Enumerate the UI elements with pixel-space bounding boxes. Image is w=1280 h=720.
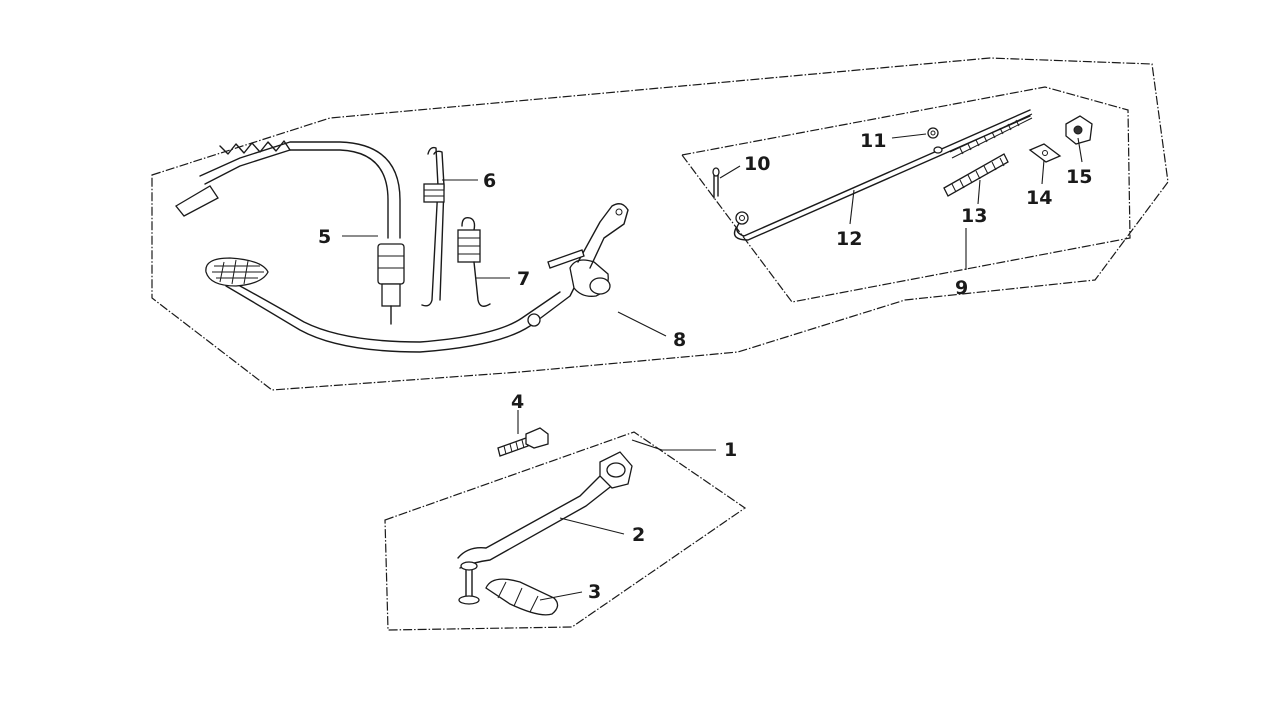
rod-spring [943, 153, 1009, 197]
part-label-12: 12 [836, 228, 862, 250]
part-label-7: 7 [517, 268, 530, 290]
group-outline-rod [680, 86, 1131, 303]
part-label-9: 9 [955, 277, 968, 299]
part-label-6: 6 [483, 170, 496, 192]
part-label-2: 2 [632, 524, 645, 546]
part-label-13: 13 [961, 205, 987, 227]
group-outline-shift [384, 431, 747, 631]
spring-long [421, 146, 445, 307]
part-label-10: 10 [744, 153, 770, 175]
part-label-5: 5 [318, 226, 331, 248]
part-label-11: 11 [860, 130, 886, 152]
part-label-14: 14 [1026, 187, 1052, 209]
cotter-pin [712, 167, 720, 199]
part-label-4: 4 [511, 391, 524, 413]
bolt [497, 427, 549, 457]
part-label-3: 3 [588, 581, 601, 603]
brake-pedal [205, 203, 629, 353]
brake-switch-cable [175, 140, 405, 325]
brake-rod [733, 109, 1033, 241]
part-label-15: 15 [1066, 166, 1092, 188]
adjusting-nut [1065, 115, 1093, 145]
washer [927, 127, 939, 139]
leader-lines [342, 133, 1083, 601]
shift-pedal-arm [457, 451, 633, 605]
part-label-8: 8 [673, 329, 686, 351]
part-label-1: 1 [724, 439, 737, 461]
rod-joint [1028, 143, 1062, 163]
spring-short [457, 216, 491, 307]
group-outline-brake [151, 57, 1169, 391]
pedal-rubber [485, 578, 559, 616]
